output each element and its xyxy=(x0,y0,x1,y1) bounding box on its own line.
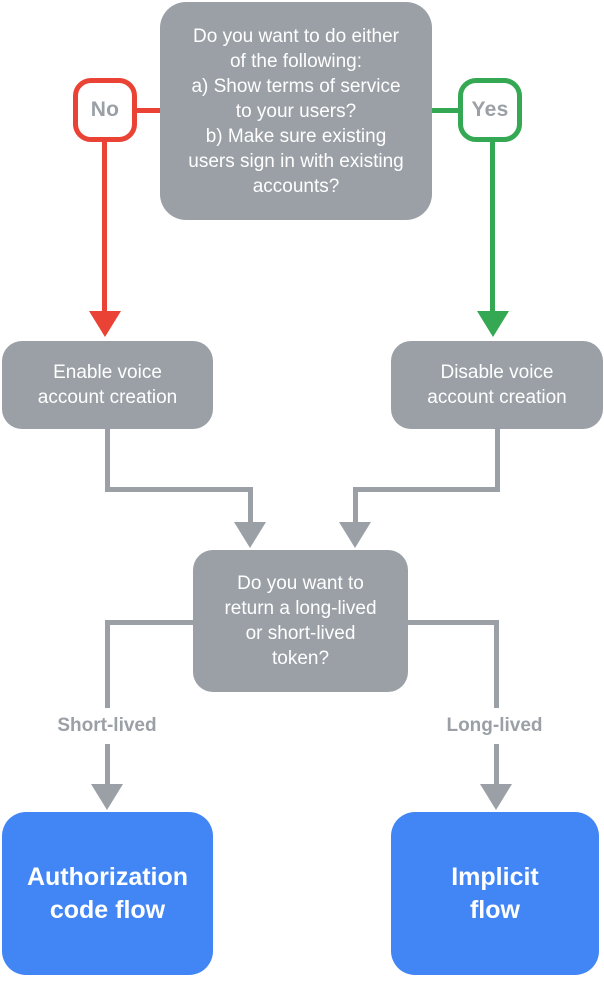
short-lived-vertical-line xyxy=(105,620,110,784)
no-branch-arrow-icon xyxy=(89,311,121,337)
long-lived-vertical-line xyxy=(494,620,499,784)
no-branch-vertical-line xyxy=(102,140,107,312)
token-question-box: Do you want to return a long-lived or sh… xyxy=(193,550,408,692)
authorization-code-flow-box: Authorization code flow xyxy=(2,812,213,975)
disable-voice-account-box: Disable voice account creation xyxy=(391,341,603,429)
short-lived-arrow-icon xyxy=(91,784,123,810)
no-badge: No xyxy=(73,78,137,142)
yes-branch-horizontal-line xyxy=(430,108,458,113)
enable-to-question-arrow-icon xyxy=(234,522,266,548)
disable-to-question-arrow-icon xyxy=(339,522,371,548)
enable-voice-account-box: Enable voice account creation xyxy=(2,341,213,429)
disable-in-vertical-line xyxy=(353,487,358,524)
enable-out-vertical-line xyxy=(105,429,110,492)
yes-branch-arrow-icon xyxy=(477,311,509,337)
top-question-box: Do you want to do either of the followin… xyxy=(160,2,432,220)
yes-badge: Yes xyxy=(458,78,522,142)
long-lived-arrow-icon xyxy=(480,784,512,810)
implicit-flow-box: Implicit flow xyxy=(391,812,599,975)
short-lived-horizontal-line xyxy=(105,620,195,625)
no-branch-horizontal-line xyxy=(137,108,160,113)
yes-branch-vertical-line xyxy=(490,140,495,312)
enable-out-horizontal-line xyxy=(105,487,253,492)
short-lived-label: Short-lived xyxy=(22,708,192,744)
long-lived-label: Long-lived xyxy=(409,708,580,744)
enable-in-vertical-line xyxy=(248,487,253,524)
long-lived-horizontal-line xyxy=(406,620,499,625)
disable-out-horizontal-line xyxy=(353,487,500,492)
disable-out-vertical-line xyxy=(495,429,500,492)
